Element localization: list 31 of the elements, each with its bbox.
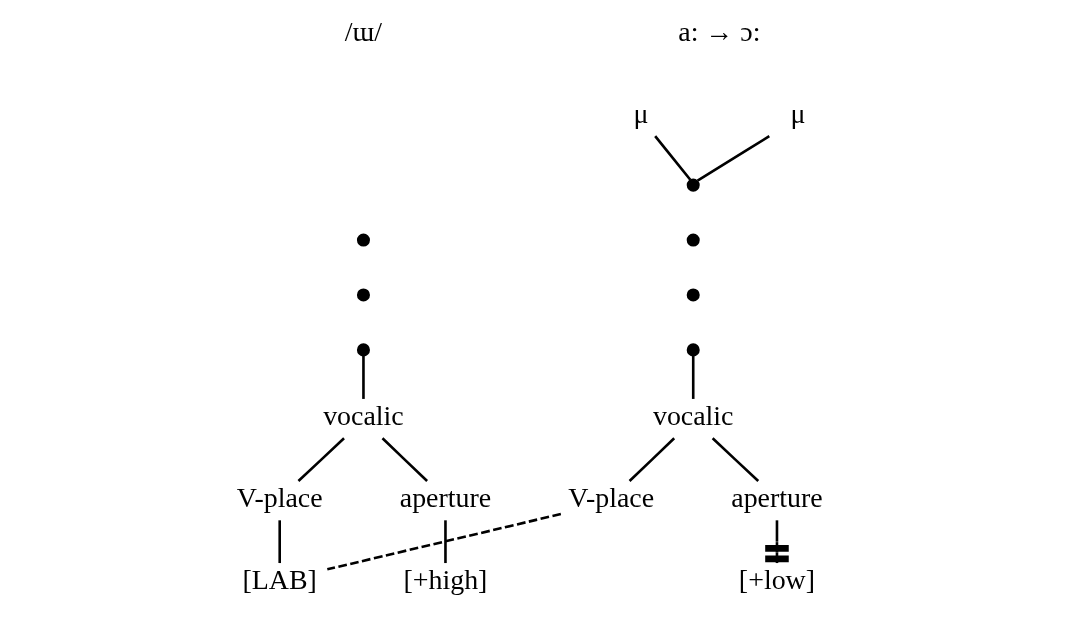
connector <box>696 135 770 182</box>
node-circle <box>356 233 370 247</box>
connector <box>278 520 281 564</box>
connector <box>381 437 428 482</box>
connector <box>297 437 345 482</box>
node-text: [+high] <box>403 563 488 595</box>
node-text: μ <box>790 98 806 130</box>
node-text: V-place <box>568 481 655 513</box>
connector <box>327 512 562 571</box>
connector <box>628 437 676 482</box>
node-text: vocalic <box>652 399 734 431</box>
connector <box>444 520 447 564</box>
label: /ɯ/ <box>344 16 383 48</box>
node-text: vocalic <box>323 399 404 431</box>
node-text: [+low] <box>738 563 816 595</box>
node-circle <box>686 233 700 247</box>
node-text: aperture <box>731 481 823 513</box>
connector <box>691 355 695 399</box>
node-text: [LAB] <box>242 563 317 595</box>
connector <box>362 355 365 399</box>
node-circle <box>686 178 700 192</box>
node-text: V-place <box>236 481 323 513</box>
node-text: aperture <box>399 481 492 513</box>
label: a: → ɔ: <box>678 16 761 48</box>
connector <box>711 437 760 482</box>
node-circle <box>356 288 370 302</box>
node-circle <box>356 343 370 357</box>
connector <box>654 135 692 181</box>
node-circle <box>686 288 700 302</box>
node-circle <box>686 343 700 357</box>
node-text: μ <box>633 98 649 130</box>
